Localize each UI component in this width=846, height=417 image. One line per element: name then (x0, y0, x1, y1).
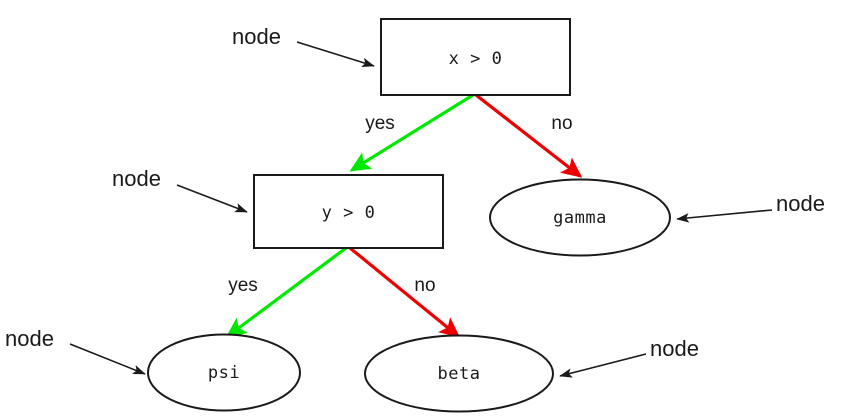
leaf-node-beta-label: beta (438, 364, 481, 384)
edge-label-root-no: no (551, 113, 572, 134)
decision-node-second-label: y > 0 (322, 203, 376, 223)
edge-second-yes (225, 246, 347, 338)
annotation-arrow-second (176, 184, 248, 213)
edge-label-second-no: no (414, 275, 435, 296)
edge-root-no (475, 93, 583, 178)
decision-node-root[interactable] (380, 18, 571, 96)
leaf-node-psi-label: psi (208, 363, 240, 383)
leaf-node-gamma[interactable] (489, 178, 671, 257)
leaf-node-beta[interactable] (364, 334, 554, 413)
annotation-arrow-gamma (676, 209, 773, 223)
edge-label-second-yes: yes (228, 275, 258, 296)
edge-second-no (348, 246, 461, 338)
edge-root-yes (349, 93, 474, 172)
annotation-label-psi: node (5, 326, 54, 351)
annotation-arrow-psi (69, 343, 146, 375)
leaf-node-psi[interactable] (147, 333, 301, 412)
annotation-label-gamma: node (776, 191, 825, 216)
decision-node-root-label: x > 0 (449, 49, 503, 69)
annotation-label-root: node (232, 24, 281, 49)
edge-label-root-yes: yes (365, 113, 395, 134)
annotation-arrow-beta (559, 353, 647, 378)
annotation-arrow-root (296, 41, 375, 68)
annotation-label-beta: node (650, 336, 699, 361)
annotation-label-second: node (112, 166, 161, 191)
decision-node-second[interactable] (253, 174, 444, 249)
leaf-node-gamma-label: gamma (553, 208, 607, 228)
